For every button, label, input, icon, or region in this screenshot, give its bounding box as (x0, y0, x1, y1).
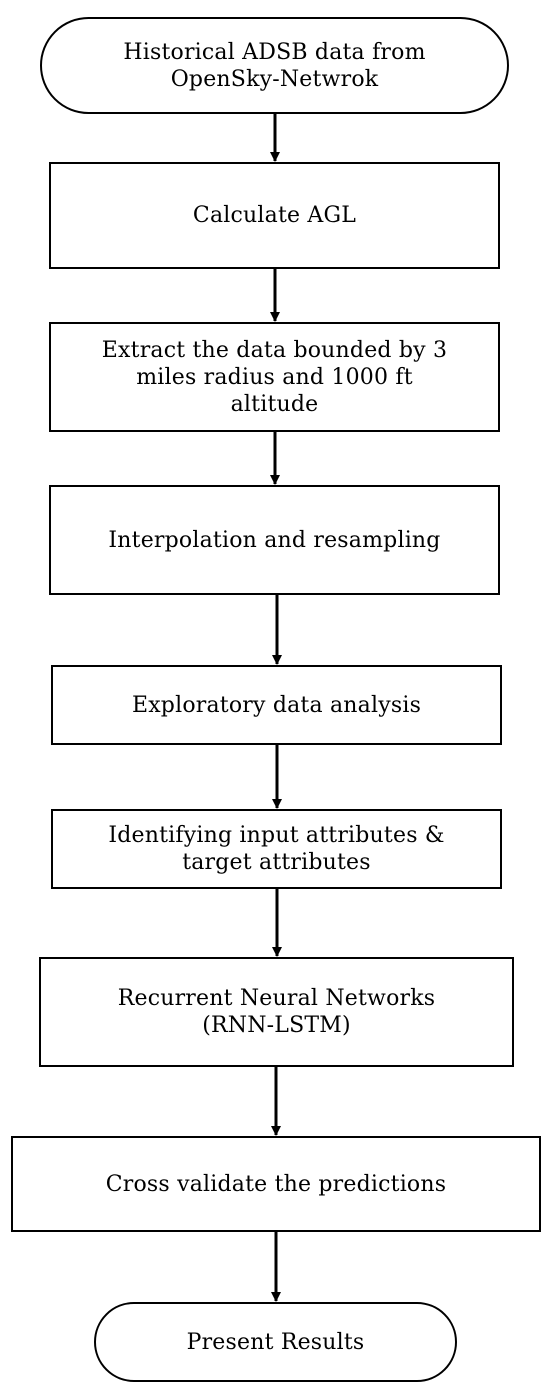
node-rnn: Recurrent Neural Networks (RNN-LSTM) (39, 957, 514, 1067)
node-eda-label: Exploratory data analysis (131, 692, 422, 718)
node-attrs: Identifying input attributes & target at… (51, 809, 502, 889)
node-interp-label: Interpolation and resampling (108, 527, 441, 553)
node-attrs-label: Identifying input attributes & target at… (108, 823, 445, 875)
node-agl: Calculate AGL (49, 162, 500, 269)
node-agl-label: Calculate AGL (192, 203, 357, 228)
node-end-label: Present Results (186, 1329, 365, 1355)
node-extract-label: Extract the data bounded by 3 miles radi… (101, 337, 448, 417)
node-start-label: Historical ADSB data from OpenSky-Netwro… (123, 39, 426, 92)
node-xval: Cross validate the predictions (11, 1136, 541, 1232)
node-end: Present Results (94, 1302, 457, 1382)
node-eda: Exploratory data analysis (51, 665, 502, 745)
node-extract: Extract the data bounded by 3 miles radi… (49, 322, 500, 432)
node-start: Historical ADSB data from OpenSky-Netwro… (40, 17, 509, 114)
node-rnn-label: Recurrent Neural Networks (RNN-LSTM) (117, 986, 436, 1038)
node-interp: Interpolation and resampling (49, 485, 500, 595)
node-xval-label: Cross validate the predictions (105, 1171, 447, 1197)
